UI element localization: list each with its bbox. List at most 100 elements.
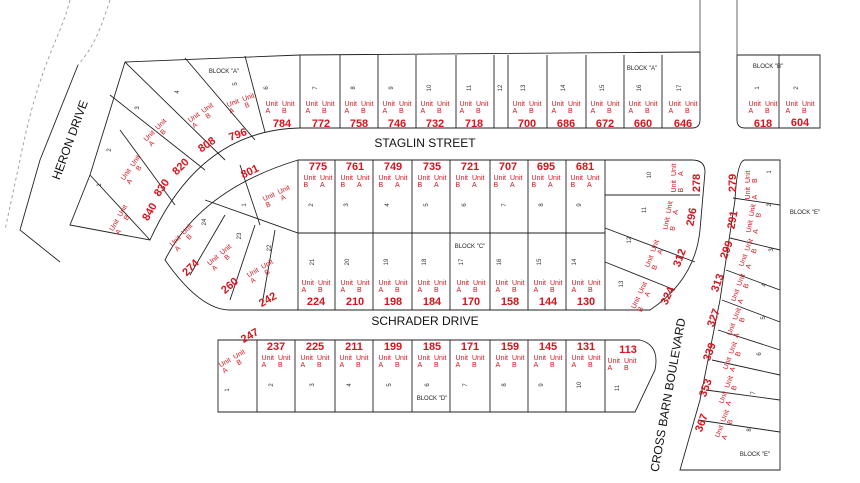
unit-letter: B xyxy=(645,108,650,115)
unit-letter: B xyxy=(361,108,366,115)
lot-number: 16 xyxy=(637,84,643,92)
unit-word: Unit xyxy=(590,101,603,108)
lot-number: 21 xyxy=(310,258,316,266)
address-number: 732 xyxy=(425,118,445,130)
unit-word: Unit xyxy=(472,175,485,182)
lot-number: 14 xyxy=(561,84,567,92)
lot-number: 13 xyxy=(521,84,527,92)
address-number: 184 xyxy=(422,296,442,308)
address-number: 158 xyxy=(500,296,520,308)
unit-letter: B xyxy=(531,182,537,189)
lot-number: 5 xyxy=(233,82,239,86)
lot-number: 10 xyxy=(577,381,583,389)
unit-letter: A xyxy=(571,362,577,369)
block-label: BLOCK "A" xyxy=(208,69,240,75)
address-number: 113 xyxy=(619,344,637,356)
lot-number: 9 xyxy=(389,86,395,90)
block-c-lot-lines xyxy=(204,160,606,310)
unit-word: Unit xyxy=(378,175,391,182)
unit-word: Unit xyxy=(317,355,330,362)
unit-letter: B xyxy=(678,187,685,193)
block-a-lot-lines xyxy=(299,55,663,128)
address-number: 784 xyxy=(272,118,292,130)
unit-word: Unit xyxy=(607,101,620,108)
unit-word: Unit xyxy=(533,355,546,362)
lot-number: 20 xyxy=(345,258,351,266)
unit-word: Unit xyxy=(645,101,658,108)
unit-letter: A xyxy=(590,108,596,115)
address-number: 185 xyxy=(422,341,442,353)
unit-letter: B xyxy=(434,362,439,369)
block-d-outline xyxy=(217,339,657,413)
unit-word: Unit xyxy=(340,280,353,287)
lot-number: 10 xyxy=(427,84,433,92)
lot-number: 11 xyxy=(467,84,473,92)
lot-number: 6 xyxy=(462,203,468,207)
address-number: 210 xyxy=(345,296,365,308)
unit-word: Unit xyxy=(571,355,584,362)
unit-letter: B xyxy=(356,362,361,369)
unit-word: Unit xyxy=(512,280,525,287)
block-c-outline xyxy=(164,159,706,311)
unit-word: Unit xyxy=(745,187,752,200)
unit-word: Unit xyxy=(434,355,447,362)
unit-word: Unit xyxy=(459,101,472,108)
unit-word: Unit xyxy=(417,175,430,182)
unit-letter: A xyxy=(785,108,791,115)
unit-word: Unit xyxy=(588,355,601,362)
lot-number: 3 xyxy=(135,106,141,110)
unit-letter: B xyxy=(243,101,251,110)
lot-number: 3 xyxy=(344,203,350,207)
unit-letter: B xyxy=(742,282,751,290)
unit-word: Unit xyxy=(512,355,525,362)
unit-letter: B xyxy=(437,108,442,115)
lot-number: 5 xyxy=(424,203,430,207)
lot-number: 6 xyxy=(757,352,763,356)
unit-word: Unit xyxy=(318,280,331,287)
unit-letter: A xyxy=(472,182,477,189)
address-number: 131 xyxy=(576,341,596,353)
unit-word: Unit xyxy=(529,101,542,108)
unit-word: Unit xyxy=(434,175,447,182)
unit-word: Unit xyxy=(378,355,391,362)
unit-word: Unit xyxy=(278,355,291,362)
unit-word: Unit xyxy=(456,280,469,287)
address-number: 171 xyxy=(460,341,480,353)
